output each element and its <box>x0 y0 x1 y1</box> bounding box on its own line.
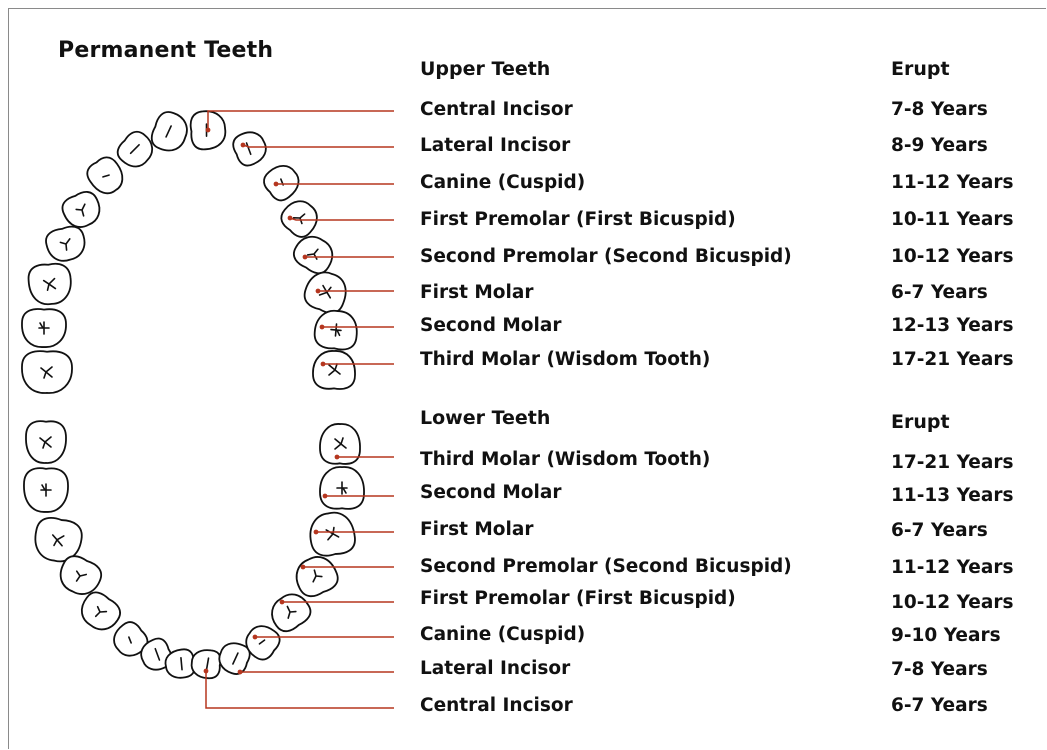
upper-row-name: Second Premolar (Second Bicuspid) <box>420 245 792 269</box>
leader-dot <box>323 494 328 499</box>
upper-third-molar-right <box>313 351 355 389</box>
upper-lateral-incisor-right <box>229 127 270 169</box>
lower-third-molar-right <box>320 424 360 464</box>
leader-dot <box>206 128 211 133</box>
upper-second-premolar-right <box>289 230 338 277</box>
upper-first-premolar-right <box>277 195 324 242</box>
leader-upper-central-incisor <box>206 111 394 132</box>
lower-row-erupt: 9-10 Years <box>891 624 1001 648</box>
upper-row-name: Lateral Incisor <box>420 134 570 158</box>
upper-row-name: Canine (Cuspid) <box>420 171 585 195</box>
lower-row-erupt: 6-7 Years <box>891 694 988 718</box>
upper-second-premolar-left <box>43 224 88 265</box>
leader-dot <box>238 670 243 675</box>
leader-dot <box>301 565 306 570</box>
leader-dot <box>316 289 321 294</box>
lower-row-erupt: 6-7 Years <box>891 519 988 543</box>
upper-row-erupt: 8-9 Years <box>891 134 988 158</box>
lower-row-erupt: 17-21 Years <box>891 451 1013 475</box>
leader-dot <box>320 325 325 330</box>
leader-lower-central-incisor <box>204 669 394 708</box>
lower-first-molar-right <box>307 510 358 559</box>
upper-third-molar-left <box>22 351 72 393</box>
leader-dot <box>335 455 340 460</box>
leader-dot <box>314 530 319 535</box>
leader-dot <box>253 635 258 640</box>
upper-row-name: Second Molar <box>420 314 561 338</box>
upper-first-molar-right <box>301 267 352 316</box>
leader-line <box>208 111 394 130</box>
lower-teeth-heading: Lower Teeth <box>420 406 550 430</box>
upper-second-molar-right <box>313 309 358 351</box>
leader-dot <box>288 216 293 221</box>
lower-row-name: First Molar <box>420 518 533 542</box>
leader-lower-lateral-incisor <box>238 670 394 675</box>
tooth-outline <box>229 127 270 169</box>
lower-row-name: Central Incisor <box>420 694 573 718</box>
lower-second-molar-right <box>320 467 364 509</box>
leader-dot <box>241 143 246 148</box>
upper-central-incisor-left <box>148 109 191 156</box>
lower-row-erupt: 7-8 Years <box>891 658 988 682</box>
lower-row-name: Third Molar (Wisdom Tooth) <box>420 448 710 472</box>
upper-row-name: First Premolar (First Bicuspid) <box>420 208 736 232</box>
leader-dot <box>274 182 279 187</box>
upper-row-name: Central Incisor <box>420 98 573 122</box>
upper-canine-right <box>259 159 304 204</box>
leader-dot <box>321 362 326 367</box>
upper-row-erupt: 12-13 Years <box>891 314 1013 338</box>
lower-erupt-heading: Erupt <box>891 410 950 434</box>
lower-row-name: Second Premolar (Second Bicuspid) <box>420 555 792 579</box>
upper-row-erupt: 7-8 Years <box>891 98 988 122</box>
upper-teeth-heading: Upper Teeth <box>420 57 550 81</box>
lower-row-erupt: 10-12 Years <box>891 591 1013 615</box>
tooth-outline <box>148 109 191 156</box>
leader-dot <box>280 600 285 605</box>
upper-second-molar-left <box>22 309 66 347</box>
lower-first-premolar-left <box>75 588 125 636</box>
upper-row-erupt: 10-12 Years <box>891 245 1013 269</box>
upper-row-name: First Molar <box>420 281 533 305</box>
lower-row-erupt: 11-12 Years <box>891 556 1013 580</box>
upper-first-premolar-left <box>59 188 105 233</box>
upper-erupt-heading: Erupt <box>891 57 950 81</box>
lower-second-premolar-right <box>290 551 342 601</box>
leader-dot <box>303 255 308 260</box>
upper-row-erupt: 17-21 Years <box>891 348 1013 372</box>
lower-row-name: Second Molar <box>420 481 561 505</box>
lower-row-name: Lateral Incisor <box>420 657 570 681</box>
leader-dot <box>204 669 209 674</box>
lower-row-erupt: 11-13 Years <box>891 484 1013 508</box>
lower-second-molar-left <box>24 468 68 512</box>
upper-row-name: Third Molar (Wisdom Tooth) <box>420 348 710 372</box>
upper-row-erupt: 11-12 Years <box>891 171 1013 195</box>
lower-arch <box>24 421 364 680</box>
leader-line <box>206 671 394 708</box>
lower-third-molar-left <box>26 421 66 463</box>
upper-arch <box>22 109 359 393</box>
upper-first-molar-left <box>27 262 72 305</box>
lower-row-name: Canine (Cuspid) <box>420 623 585 647</box>
upper-row-erupt: 6-7 Years <box>891 281 988 305</box>
upper-row-erupt: 10-11 Years <box>891 208 1013 232</box>
lower-row-name: First Premolar (First Bicuspid) <box>420 587 736 611</box>
